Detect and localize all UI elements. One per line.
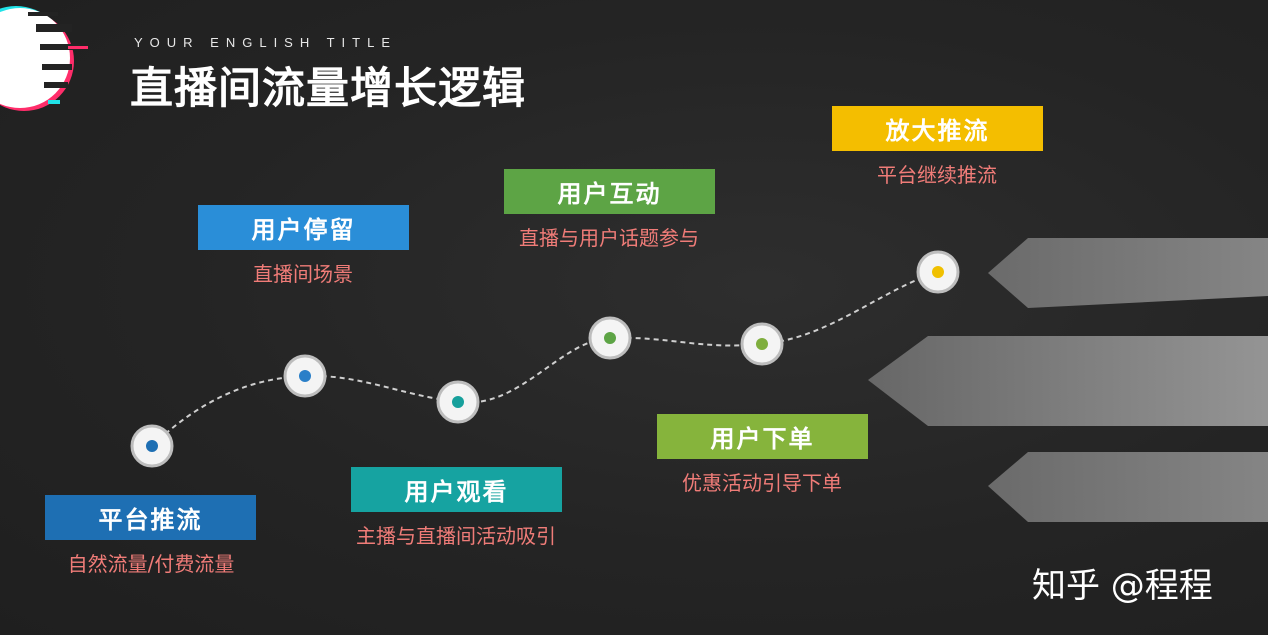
stage-label-user-order: 用户下单 — [657, 414, 868, 459]
stage-label-amplify-push: 放大推流 — [832, 106, 1043, 151]
glitch-logo-icon — [0, 6, 88, 111]
stage-label-user-interact: 用户互动 — [504, 169, 715, 214]
stage-node-amplify-push — [916, 250, 960, 294]
top-arrow-icon — [988, 238, 1268, 308]
stage-desc-platform-push: 自然流量/付费流量 — [67, 552, 235, 576]
stage-node-user-watch — [436, 380, 480, 424]
watermark: 知乎 @程程 — [1032, 566, 1213, 606]
bottom-arrow-icon — [988, 452, 1268, 522]
stage-label-user-watch: 用户观看 — [351, 467, 562, 512]
stage-desc-amplify-push: 平台继续推流 — [877, 163, 997, 187]
stage-label-user-stay: 用户停留 — [198, 205, 409, 250]
stage-node-user-order — [740, 322, 784, 366]
stage-label-platform-push: 平台推流 — [45, 495, 256, 540]
stage-node-user-stay — [283, 354, 327, 398]
middle-arrow-icon — [868, 336, 1268, 426]
stage-desc-user-stay: 直播间场景 — [253, 262, 353, 286]
stage-desc-user-interact: 直播与用户话题参与 — [519, 226, 699, 250]
stage-node-platform-push — [130, 424, 174, 468]
stage-desc-user-order: 优惠活动引导下单 — [682, 471, 842, 495]
stage-node-user-interact — [588, 316, 632, 360]
english-subtitle: YOUR ENGLISH TITLE — [134, 35, 398, 50]
stage-desc-user-watch: 主播与直播间活动吸引 — [356, 524, 556, 548]
dashed-curve — [151, 271, 939, 447]
page-title: 直播间流量增长逻辑 — [130, 64, 526, 114]
